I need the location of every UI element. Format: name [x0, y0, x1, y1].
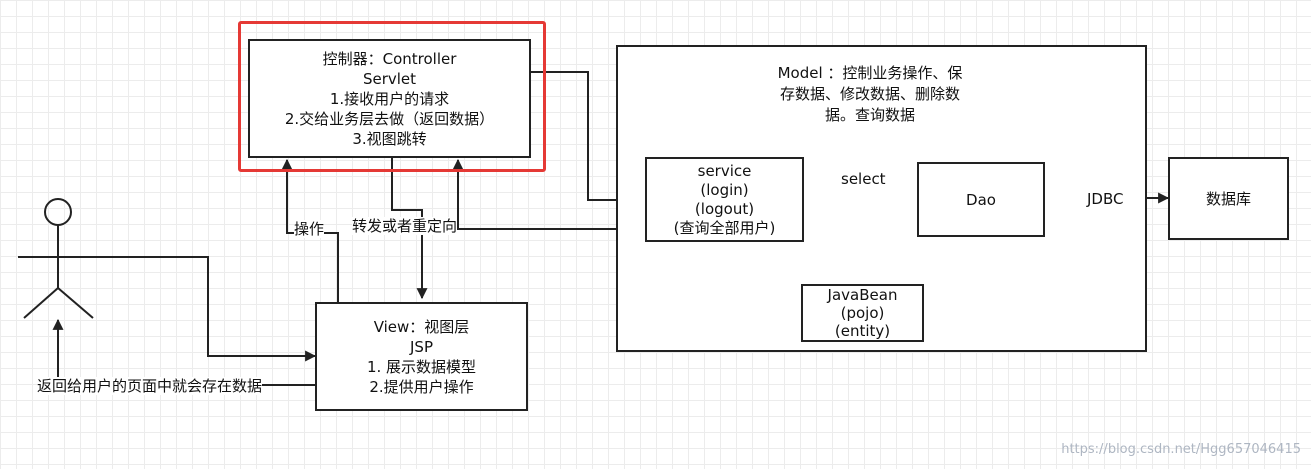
javabean-line-2: (pojo): [840, 304, 885, 322]
edge-service-to-controller: [452, 158, 645, 230]
controller-line-4: 2.交给业务层去做（返回数据）: [284, 109, 495, 128]
view-line-3: 1. 展示数据模型: [366, 357, 477, 376]
view-line-1: View：视图层: [373, 317, 470, 336]
label-return-data: 返回给用户的页面中就会存在数据: [37, 377, 263, 395]
label-operate: 操作: [294, 220, 325, 238]
model-line-3: 据。查询数据: [824, 106, 915, 124]
controller-line-2: Servlet: [362, 69, 417, 88]
view-line-2: JSP: [410, 337, 433, 356]
javabean-line-3: (entity): [834, 322, 891, 340]
dao-label: Dao: [966, 190, 996, 209]
label-select: select: [841, 170, 886, 188]
controller-line-3: 1.接收用户的请求: [329, 89, 450, 108]
controller-line-5: 3.视图跳转: [352, 129, 427, 148]
service-line-4: (查询全部用户): [673, 218, 776, 237]
controller-box[interactable]: 控制器：Controller Servlet 1.接收用户的请求 2.交给业务层…: [248, 39, 531, 158]
edge-view-to-user: [52, 318, 315, 386]
model-line-1: Model ：控制业务操作、保: [777, 64, 963, 82]
controller-line-1: 控制器：Controller: [322, 49, 457, 68]
model-description: Model ：控制业务操作、保 存数据、修改数据、删除数 据。查询数据: [755, 63, 985, 126]
label-jdbc: JDBC: [1087, 190, 1124, 208]
database-box[interactable]: 数据库: [1168, 157, 1289, 240]
view-line-4: 2.提供用户操作: [369, 377, 474, 396]
service-line-1: service: [697, 161, 752, 180]
user-actor-figure: [18, 198, 100, 319]
service-line-3: (logout): [694, 199, 755, 218]
javabean-box[interactable]: JavaBean (pojo) (entity): [801, 284, 924, 342]
javabean-line-1: JavaBean: [827, 286, 898, 304]
service-box[interactable]: service (login) (logout) (查询全部用户): [645, 157, 804, 242]
controller-highlight: [238, 21, 546, 172]
label-forward-redirect: 转发或者重定向: [352, 217, 458, 235]
edge-controller-to-view: [391, 158, 428, 300]
dao-box[interactable]: Dao: [917, 162, 1045, 237]
watermark: https://blog.csdn.net/Hgg657046415: [1061, 442, 1301, 457]
model-line-2: 存数据、修改数据、删除数: [779, 85, 960, 103]
view-box[interactable]: View：视图层 JSP 1. 展示数据模型 2.提供用户操作: [315, 302, 528, 411]
database-label: 数据库: [1205, 189, 1251, 208]
service-line-2: (login): [700, 180, 749, 199]
edge-user-to-view: [100, 256, 317, 362]
